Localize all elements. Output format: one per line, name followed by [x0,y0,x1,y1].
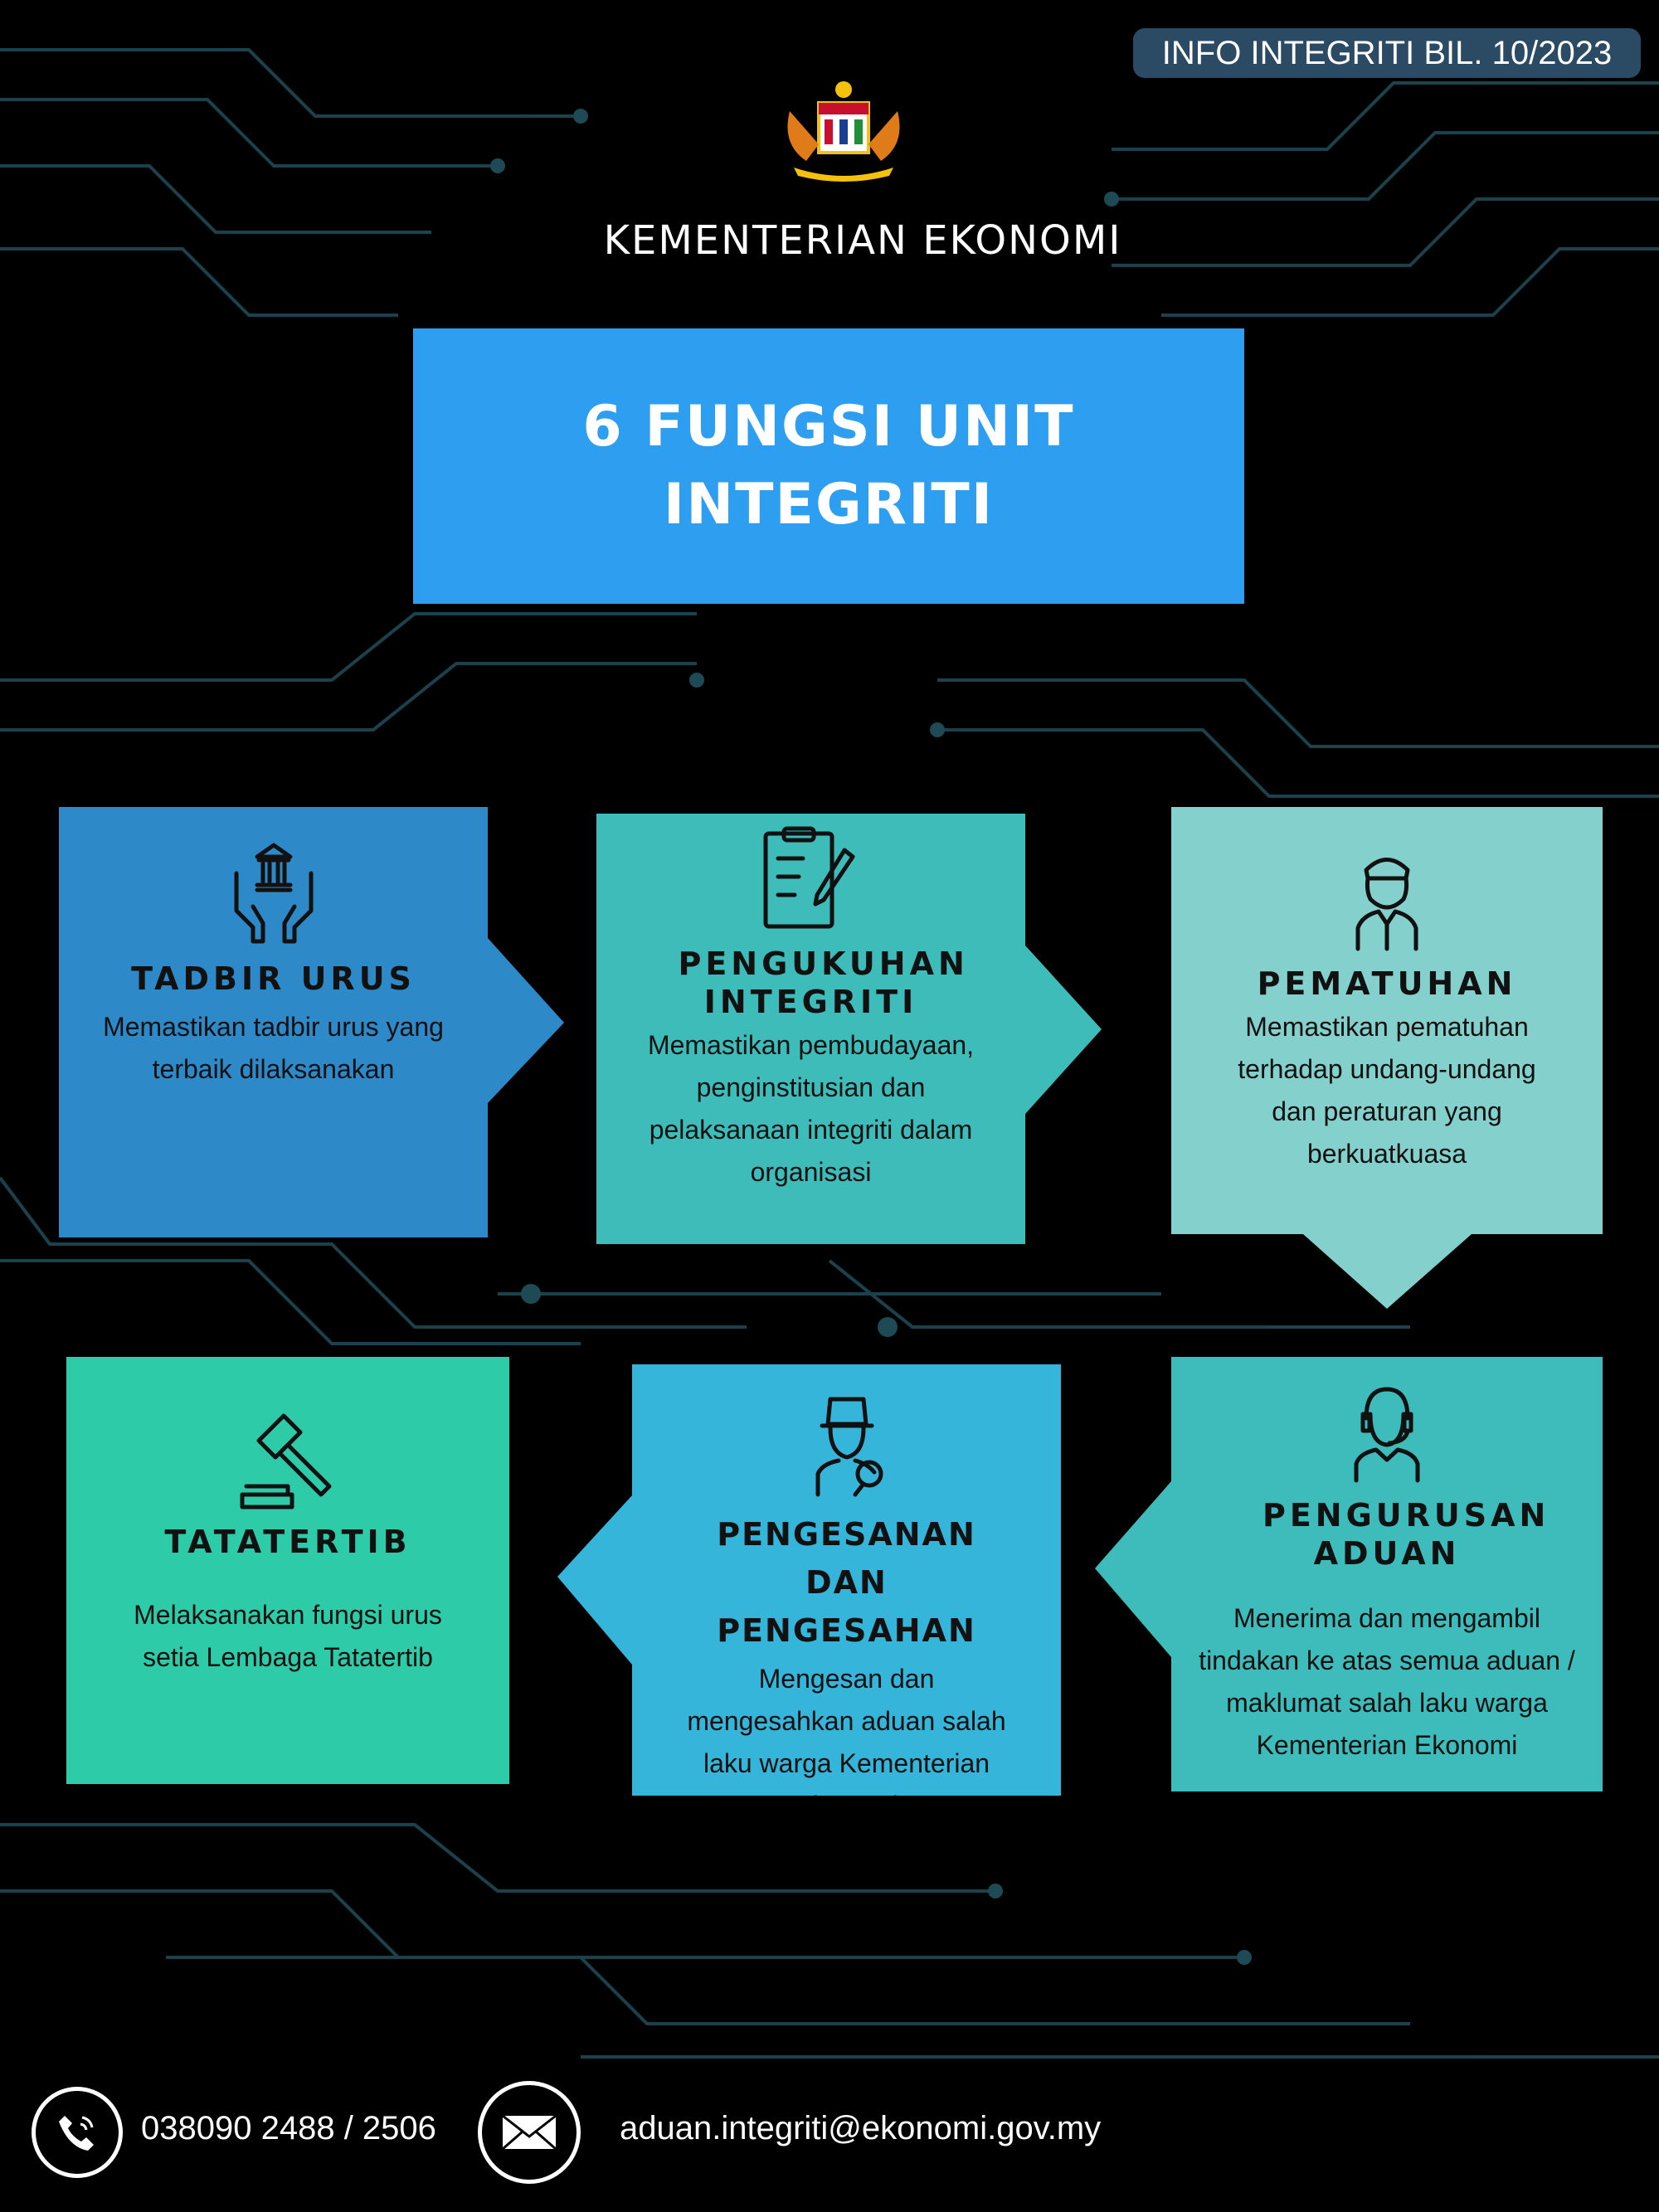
function-title: TADBIR URUS [131,960,416,997]
function-title: TATATERTIB [164,1524,411,1560]
function-desc: Memastikan pematuhan terhadap undang-und… [1238,1012,1536,1169]
officer-icon [1333,845,1441,953]
coat-of-arms-logo [787,81,900,182]
function-card-tatatertib: TATATERTIB Melaksanakan fungsi urus seti… [66,1357,509,1784]
function-card-pengukuhan-integriti: PENGUKUHAN INTEGRITI Memastikan pembuday… [596,814,1102,1244]
function-card-pengurusan-aduan: PENGURUSAN ADUAN Menerima dan mengambil … [1095,1357,1603,1791]
function-title: PENGUKUHAN INTEGRITI [678,946,969,1020]
function-title: PENGURUSAN ADUAN [1262,1497,1550,1572]
function-desc: Menerima dan mengambil tindakan ke atas … [1199,1603,1575,1760]
function-title: PEMATUHAN [1257,965,1517,1002]
email-address[interactable]: aduan.integriti@ekonomi.gov.my [620,2110,1102,2146]
function-title: PENGESANAN DAN PENGESAHAN [717,1516,976,1649]
function-desc: Memastikan pembudayaan, penginstitusian … [647,1030,975,1187]
function-card-pematuhan: PEMATUHAN Memastikan pematuhan terhadap … [1171,807,1603,1309]
phone-icon [32,2087,123,2178]
function-desc: Melaksanakan fungsi urus setia Lembaga T… [134,1600,442,1672]
headset-agent-icon [1333,1377,1441,1485]
page-title: 6 FUNGSI UNIT INTEGRITI [582,394,1075,537]
government-building-hands-icon [220,840,328,948]
function-card-tadbir-urus: TADBIR URUS Memastikan tadbir urus yang … [59,807,564,1237]
gavel-icon [234,1403,342,1511]
bulletin-badge: INFO INTEGRITI BIL. 10/2023 [1133,28,1641,78]
ministry-name: KEMENTERIAN EKONOMI [603,217,1122,264]
title-banner: 6 FUNGSI UNIT INTEGRITI [413,328,1244,604]
phone-number[interactable]: 038090 2488 / 2506 [141,2110,436,2146]
email-icon [478,2081,581,2184]
detective-icon [793,1391,901,1499]
function-desc: Memastikan tadbir urus yang terbaik dila… [103,1012,444,1084]
clipboard-pen-icon [757,825,865,933]
function-desc: Mengesan dan mengesahkan aduan salah lak… [687,1664,1006,1821]
function-card-pengesanan-dan-pengesahan: PENGESANAN DAN PENGESAHAN Mengesan dan m… [557,1364,1061,1796]
